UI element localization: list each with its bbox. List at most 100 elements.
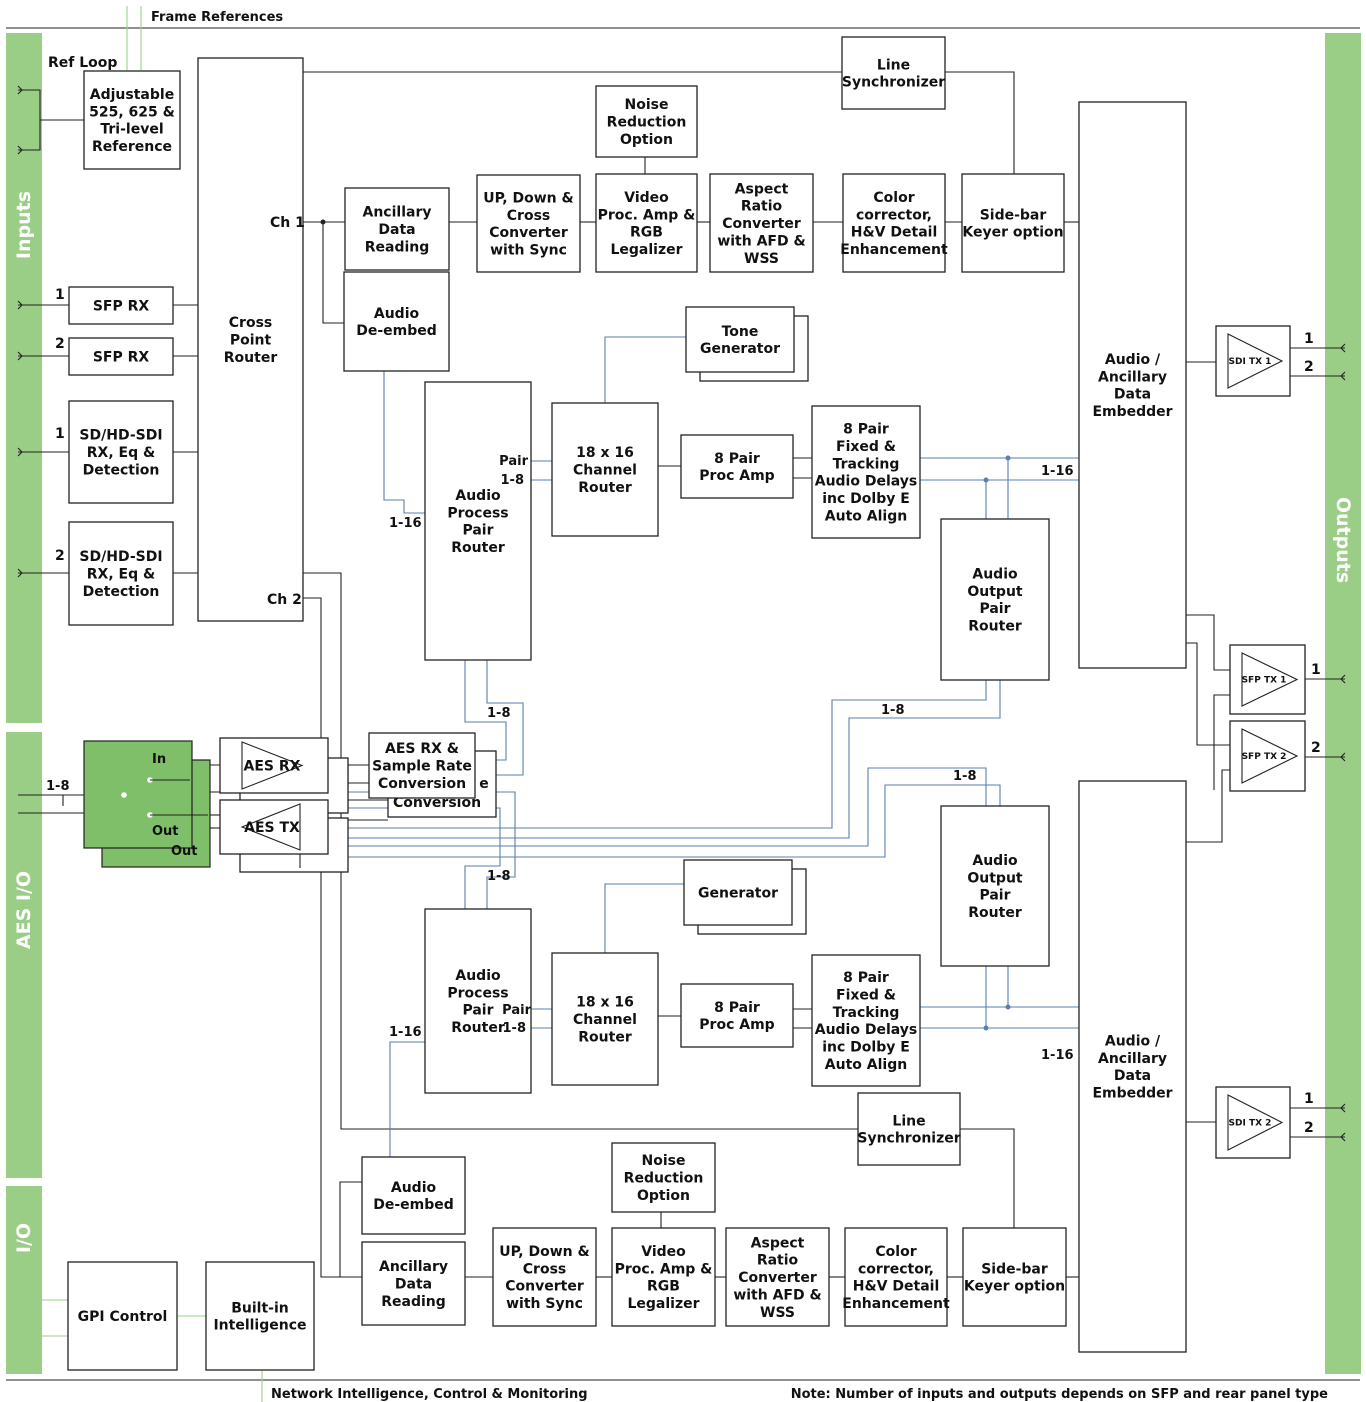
updown-bot-box (492, 1227, 597, 1327)
input-sdi-2-label: 2 (55, 548, 65, 564)
io-note: Note: Number of inputs and outputs depen… (791, 1387, 1328, 1402)
embed-bot-line: Ancillary (1098, 1051, 1167, 1067)
procamp-top-line: RGB (630, 225, 663, 241)
tone-top-box (685, 306, 795, 373)
delay-top-line: 8 Pair (843, 422, 889, 438)
updown-top-line: UP, Down & (483, 191, 573, 207)
aopr-bot-line: Output (967, 870, 1023, 886)
embed-bot-box (1078, 780, 1187, 1353)
range-1-8-b: 1-8 (881, 703, 905, 718)
noise-top-line: Reduction (607, 115, 687, 131)
range-1-16-top: 1-16 (389, 516, 422, 531)
embed-bot-line: Audio / (1105, 1034, 1161, 1050)
embed-top-line: Audio / (1105, 352, 1161, 368)
apr-bot-line: Router (451, 1020, 505, 1036)
connector-chevron-icon (17, 568, 23, 578)
procamp-top-line: Legalizer (610, 242, 682, 258)
deembed-top-box (343, 271, 450, 372)
aspect-top-line: WSS (744, 251, 779, 267)
aes-src-back-text: Conversion (393, 795, 481, 811)
junction-dots (320, 219, 1011, 1031)
aes-src-box (368, 732, 476, 799)
delay-top-line: Tracking (833, 456, 900, 472)
updown-top-line: with Sync (490, 243, 567, 259)
color-bot-box (844, 1227, 948, 1327)
pa-bot-box (680, 983, 794, 1048)
aes-io-band (6, 732, 42, 1178)
outputs-band (1325, 33, 1361, 1374)
line-sync-top-line: Line (877, 57, 910, 73)
sfptx1-label: SFP TX 1 (1242, 676, 1287, 686)
aspect-bot-line: with AFD & (733, 1287, 821, 1303)
sfp-rx2-box (68, 337, 174, 376)
line-sync-bot-line: Synchronizer (857, 1131, 960, 1147)
color-bot-line: H&V Detail (853, 1279, 940, 1295)
builtin-line: Intelligence (213, 1318, 306, 1334)
input-2-label: 2 (55, 336, 65, 352)
apr-bot-box (424, 908, 532, 1094)
chr-top-line: Channel (573, 463, 637, 479)
input-sdi-1-label: 1 (55, 426, 65, 442)
pa-top-box (680, 434, 794, 499)
switch-out-back-label: Out (171, 844, 198, 859)
color-bot-line: corrector, (858, 1261, 934, 1277)
range-1-8-d: 1-8 (487, 869, 511, 884)
connector-chevron-icon (17, 145, 23, 155)
procamp-bot-line: Legalizer (627, 1296, 699, 1312)
sdi-rx2-line: Detection (83, 584, 160, 600)
procamp-bot-line: RGB (647, 1279, 680, 1295)
delay-top-line: Fixed & (836, 439, 896, 455)
delay-bot-line: inc Dolby E (822, 1040, 910, 1056)
noise-bot-line: Reduction (624, 1171, 704, 1187)
noise-bot-box (611, 1142, 716, 1213)
chr-bot-line: Router (578, 1029, 632, 1045)
sdi-rx1-line: SD/HD-SDI (79, 428, 162, 444)
connector-arrows (17, 85, 1346, 1142)
range-1-8-a: 1-8 (487, 706, 511, 721)
switch-contact-common (121, 792, 127, 798)
line-sync-bot-box (857, 1092, 961, 1166)
noise-top-line: Option (620, 132, 673, 148)
xpoint-line: Point (230, 333, 272, 349)
procamp-bot-line: Video (641, 1244, 686, 1260)
noise-top-box (595, 85, 698, 158)
out-1-16-top: 1-16 (1041, 464, 1074, 479)
outputs-band-label: Outputs (1332, 497, 1354, 583)
builtin-box (205, 1261, 315, 1371)
connector-chevron-icon (1340, 674, 1346, 684)
sidebar-top-line: Side-bar (980, 207, 1047, 223)
sidebar-bot-box (962, 1227, 1067, 1327)
connector-chevron-icon (1340, 1103, 1346, 1113)
updown-top-box (476, 174, 581, 273)
connector-chevron-icon (1340, 752, 1346, 762)
inputs-band-label: Inputs (13, 191, 35, 259)
out-1-16-bot: 1-16 (1041, 1048, 1074, 1063)
anc-bot-line: Ancillary (379, 1259, 448, 1275)
sfp-out-1: 1 (1311, 662, 1321, 678)
deembed-bot-line: Audio (391, 1180, 437, 1196)
aes-range-1-8: 1-8 (46, 779, 70, 794)
pair-top-label: Pair (499, 454, 528, 469)
ref-box (83, 70, 181, 170)
chr-bot-line: 18 x 16 (576, 995, 634, 1011)
output-1-top: 1 (1304, 331, 1314, 347)
sfptx2-block: SFP TX 2 (1229, 720, 1306, 792)
connector-chevron-icon (1340, 343, 1346, 353)
aspect-top-box (709, 173, 814, 273)
sditx2-label: SDI TX 2 (1229, 1119, 1272, 1129)
io-band-label: I/O (13, 1223, 35, 1253)
aopr-top-line: Pair (979, 601, 1010, 617)
network-intelligence-label: Network Intelligence, Control & Monitori… (271, 1387, 588, 1402)
deembed-top-line: Audio (374, 306, 420, 322)
